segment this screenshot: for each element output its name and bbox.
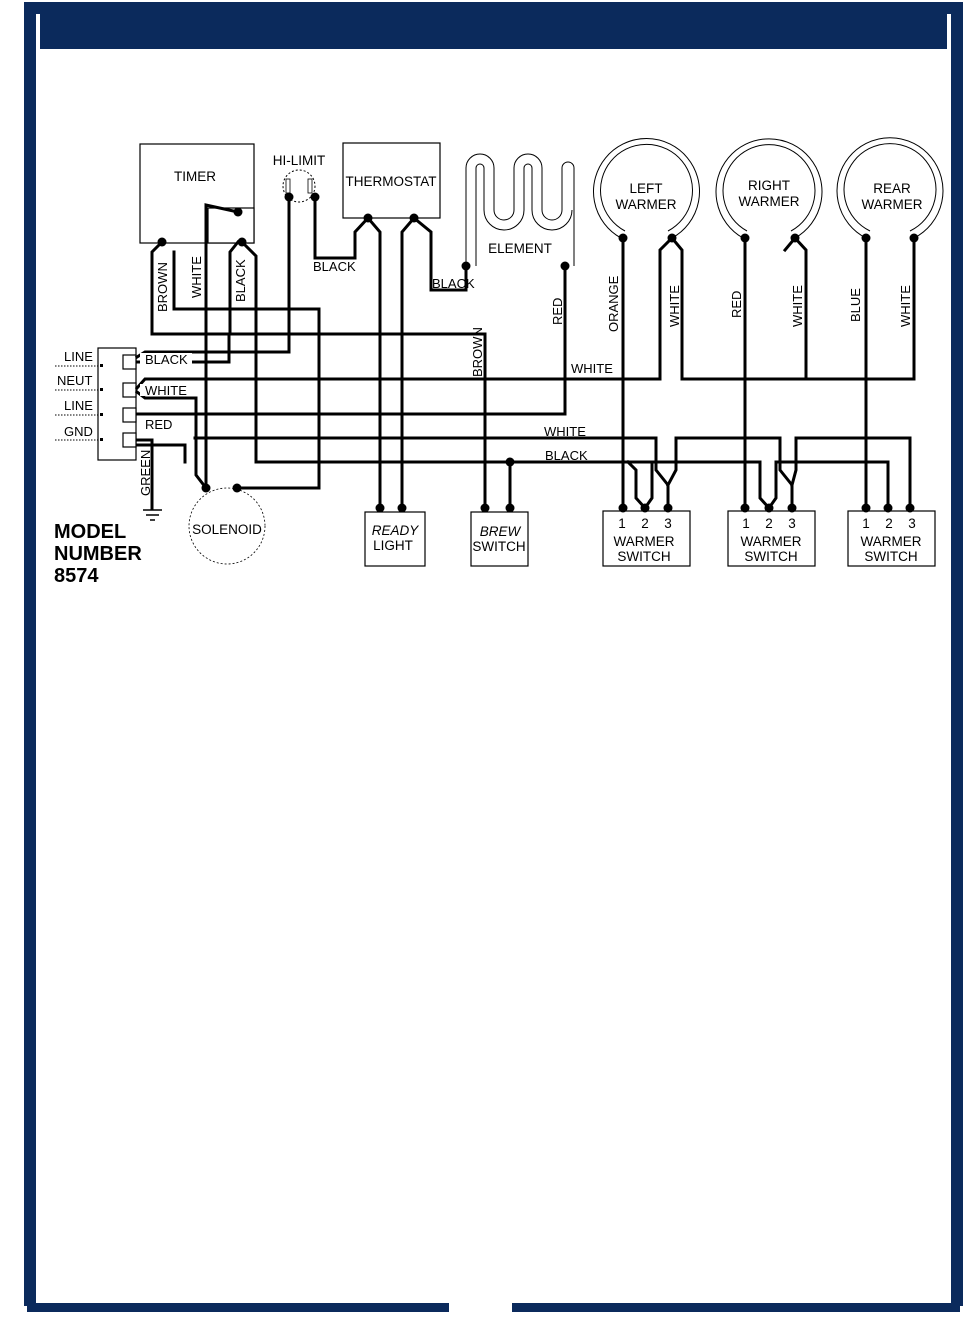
wire-label-white: WHITE [145,383,187,398]
right-warmer-label-2: WARMER [739,194,800,209]
wire-label-white: WHITE [790,285,805,327]
switch-terminal-2: 2 [885,516,893,531]
switch-terminal-1: 1 [862,516,870,531]
switch-terminal-3: 3 [664,516,672,531]
left-warmer-label-2: WARMER [616,197,677,212]
terminal-line-1: LINE [64,349,93,364]
wire-label-brown: BROWN [155,262,170,312]
ready-light-label-2: LIGHT [373,538,413,553]
rear-warmer-label-1: REAR [873,181,911,196]
element-label: ELEMENT [488,241,552,256]
wire-label-white: WHITE [189,256,204,298]
warmer-switch-label-2: SWITCH [864,549,917,564]
wire-label-white: WHITE [544,424,586,439]
ready-light-label-1: READY [372,523,420,538]
hi-limit-label: HI-LIMIT [273,153,326,168]
terminal-gnd: GND [64,424,93,439]
rear-warmer-label-2: WARMER [862,197,923,212]
switch-terminal-3: 3 [788,516,796,531]
right-warmer-label-1: RIGHT [748,178,790,193]
model-line-1: MODEL [54,521,126,543]
model-number: 8574 [54,565,99,587]
wire-label-white: WHITE [667,285,682,327]
brew-switch-box [470,511,529,567]
warmer-switch-label-1: WARMER [861,534,922,549]
wire-label-white: WHITE [571,361,613,376]
left-warmer-switch: 1 2 3 WARMER SWITCH [602,510,691,567]
wire-label-orange: ORANGE [606,275,621,332]
left-warmer-label-1: LEFT [629,181,662,196]
solenoid-label: SOLENOID [192,522,262,537]
warmer-switch-label-1: WARMER [741,534,802,549]
switch-terminal-3: 3 [908,516,916,531]
switch-terminal-1: 1 [618,516,626,531]
switch-terminal-1: 1 [742,516,750,531]
rear-warmer: REAR WARMER [836,137,944,239]
wire-label-blue: BLUE [848,288,863,322]
wire-label-red: RED [729,291,744,318]
timer-label: TIMER [174,169,216,184]
ready-light-box [364,511,426,567]
timer-terminal-box [207,207,255,244]
footer-bar-left [27,1303,449,1312]
wire-label-red: RED [145,417,172,432]
left-warmer: LEFT WARMER [593,138,700,239]
switch-terminal-2: 2 [641,516,649,531]
wire-label-green: GREEN [138,450,153,496]
ground-icon [143,509,162,521]
wire-label-black: BLACK [545,448,588,463]
warmer-switch-label-2: SWITCH [744,549,797,564]
right-warmer: RIGHT WARMER [715,138,823,239]
wire-label-black: BLACK [432,276,475,291]
warmer-switch-label-2: SWITCH [617,549,670,564]
wire-label-black: BLACK [313,259,356,274]
right-warmer-switch: 1 2 3 WARMER SWITCH [727,510,816,567]
terminal-block: LINE NEUT LINE GND [55,347,137,461]
thermostat-label: THERMOSTAT [346,174,437,189]
hi-limit-icon [282,169,316,203]
model-line-2: NUMBER [54,543,142,565]
wire-label-red: RED [550,298,565,325]
footer-bar-right [512,1303,960,1312]
switch-terminal-2: 2 [765,516,773,531]
brew-switch-label-1: BREW [480,524,522,539]
thermostat-box [342,142,441,219]
brew-switch-label-2: SWITCH [472,539,525,554]
terminal-line-2: LINE [64,398,93,413]
wire-label-white: WHITE [898,285,913,327]
header-bar [40,14,947,49]
wire-labels: BROWN WHITE BLACK BLACK BLACK BROWN RED … [138,256,913,496]
element-icon [465,153,575,266]
wire-label-black: BLACK [233,259,248,302]
wire-label-black: BLACK [145,352,188,367]
connection-dots [157,192,919,513]
wire-label-brown: BROWN [470,327,485,377]
terminal-neut: NEUT [57,373,92,388]
warmer-switch-label-1: WARMER [614,534,675,549]
rear-warmer-switch: 1 2 3 WARMER SWITCH [847,510,936,567]
solenoid-icon [188,487,266,565]
